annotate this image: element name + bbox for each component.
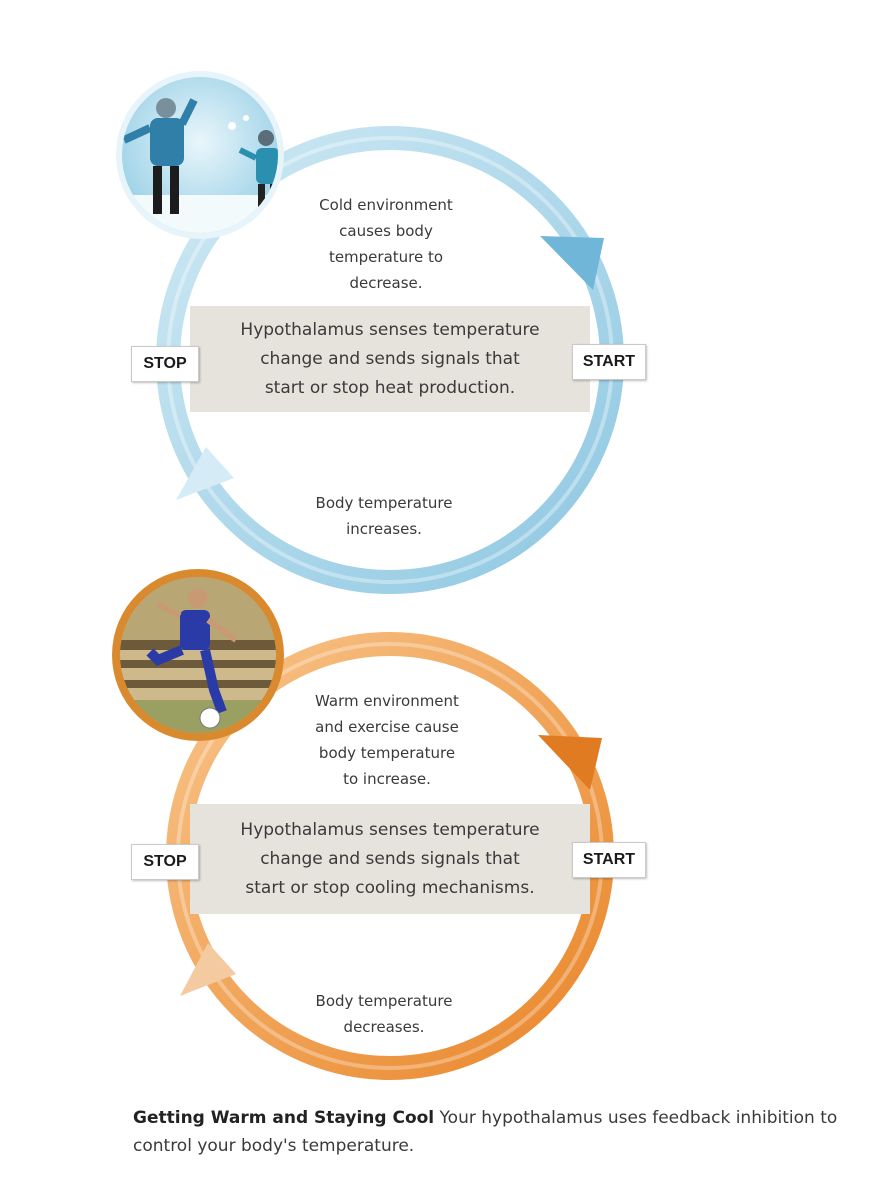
- warm-arrow-right: [538, 735, 602, 790]
- warm-center-text: Hypothalamus senses temperature change a…: [240, 820, 540, 898]
- cold-bottom-text: Body temperature increases.: [315, 494, 453, 538]
- warm-bottom-text: Body temperature decreases.: [315, 992, 453, 1036]
- warm-start-label: START: [572, 842, 646, 878]
- warm-arrow-left: [180, 943, 236, 996]
- cold-center-text: Hypothalamus senses temperature change a…: [240, 320, 540, 398]
- cold-stop-label: STOP: [131, 346, 199, 382]
- cold-arrow-right: [540, 236, 604, 290]
- cold-start-label: START: [572, 344, 646, 380]
- caption-text: Your hypothalamus uses feedback inhibiti…: [133, 1108, 838, 1156]
- cold-top-text: Cold environment causes body temperature…: [319, 196, 453, 292]
- soccer-player-photo: [112, 569, 284, 741]
- figure-caption: Getting Warm and Staying Cool Your hypot…: [133, 1104, 863, 1160]
- snowball-fight-photo: [116, 71, 284, 239]
- cold-arrow-left: [176, 447, 234, 500]
- warm-top-text: Warm environment and exercise cause body…: [315, 692, 459, 788]
- cold-center-band: [190, 306, 590, 412]
- caption-title: Getting Warm and Staying Cool: [133, 1108, 435, 1128]
- warm-center-band: [190, 804, 590, 914]
- warm-stop-label: STOP: [131, 844, 199, 880]
